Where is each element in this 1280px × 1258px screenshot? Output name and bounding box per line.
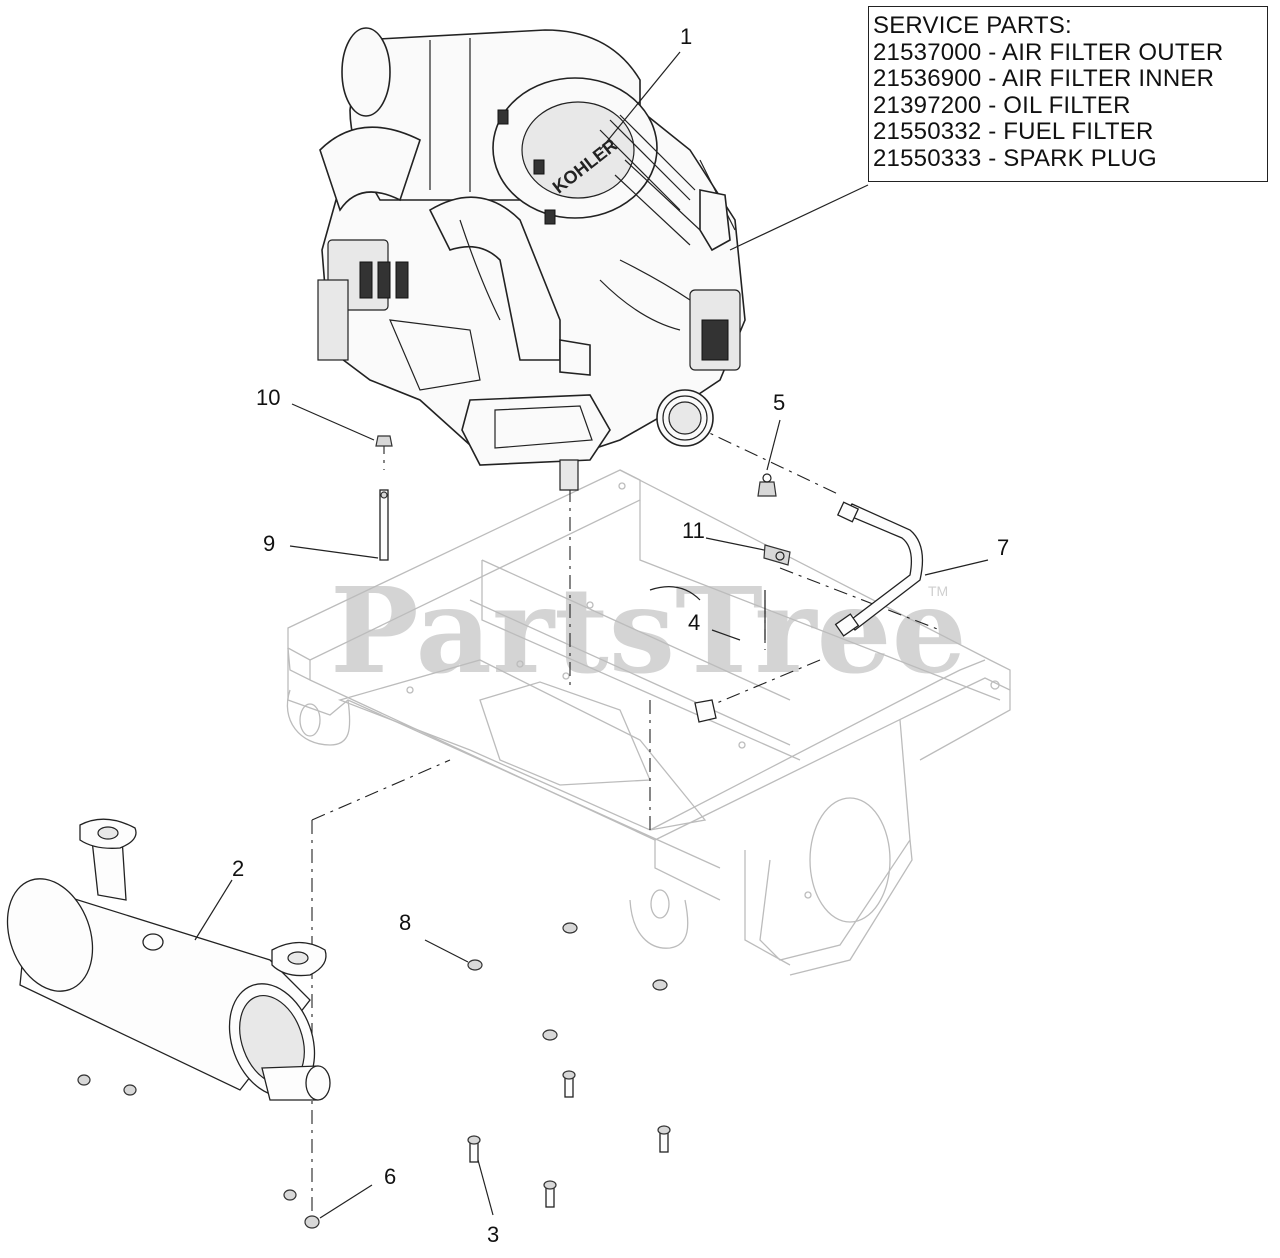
service-part-oil-filter: 21397200 - OIL FILTER bbox=[873, 91, 1131, 119]
service-part-spark-plug: 21550333 - SPARK PLUG bbox=[873, 144, 1157, 172]
service-parts-box: SERVICE PARTS: 21537000 - AIR FILTER OUT… bbox=[868, 6, 1268, 182]
part-5-fitting bbox=[757, 473, 777, 497]
callout-2: 2 bbox=[232, 856, 244, 881]
part-7-fuel-hose bbox=[834, 501, 924, 637]
hardware-bolts bbox=[467, 1070, 671, 1208]
service-part-air-filter-inner: 21536900 - AIR FILTER INNER bbox=[873, 65, 1215, 92]
callout-3: 3 bbox=[487, 1222, 499, 1247]
mower-frame bbox=[286, 469, 1011, 976]
part-11-clamp bbox=[763, 544, 791, 566]
callout-numbers: 1 10 5 11 9 7 4 2 8 6 3 bbox=[232, 24, 1009, 1247]
callout-8: 8 bbox=[399, 910, 411, 935]
callout-1: 1 bbox=[680, 24, 692, 49]
callout-4: 4 bbox=[688, 610, 700, 635]
leader-lines bbox=[194, 51, 989, 1219]
callout-5: 5 bbox=[773, 390, 785, 415]
callout-6: 6 bbox=[384, 1164, 396, 1189]
callout-9: 9 bbox=[263, 531, 275, 556]
part-9-stud bbox=[379, 489, 389, 561]
callout-7: 7 bbox=[997, 535, 1009, 560]
part-2-muffler bbox=[6, 818, 331, 1101]
hardware-nuts bbox=[77, 922, 668, 1229]
part-4-bushing bbox=[649, 586, 766, 723]
callout-11: 11 bbox=[682, 518, 705, 543]
partstree-watermark: PartsTree bbox=[330, 561, 967, 700]
assembly-lines bbox=[311, 399, 941, 1220]
part-10-bolt bbox=[375, 435, 393, 447]
service-parts-heading: SERVICE PARTS: bbox=[873, 12, 1072, 39]
engine-assembly: KOHLER bbox=[317, 27, 746, 491]
service-part-air-filter-outer: 21537000 - AIR FILTER OUTER bbox=[873, 38, 1224, 66]
callout-10: 10 bbox=[256, 385, 280, 410]
service-part-fuel-filter: 21550332 - FUEL FILTER bbox=[873, 118, 1154, 145]
trademark-mark: TM bbox=[928, 583, 948, 599]
